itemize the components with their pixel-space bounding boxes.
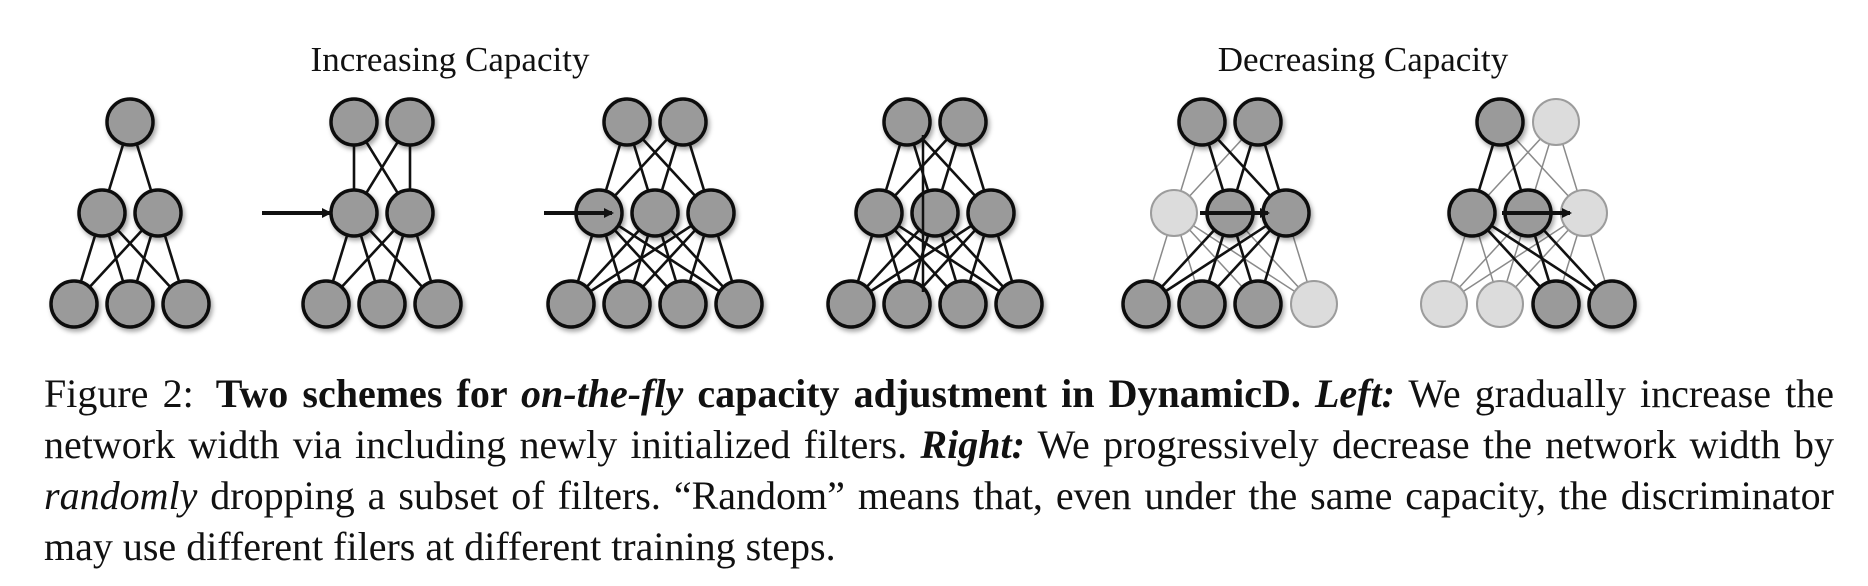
active-filter-node <box>882 279 932 329</box>
active-filter-node <box>1177 97 1227 147</box>
caption-right-label: Right: <box>920 422 1025 467</box>
active-filter-node <box>630 188 680 238</box>
active-filter-node <box>385 188 435 238</box>
active-filter-node <box>133 188 183 238</box>
active-filter-node <box>1233 97 1283 147</box>
active-filter-node <box>1447 188 1497 238</box>
active-filter-node <box>658 279 708 329</box>
active-filter-node <box>105 279 155 329</box>
active-filter-node <box>602 97 652 147</box>
caption-label: Figure 2: <box>44 371 194 416</box>
active-filter-node <box>1233 279 1283 329</box>
active-connection <box>850 211 992 306</box>
figure-panel: Increasing Capacity Decreasing Capacity <box>49 40 1637 329</box>
active-filter-node <box>826 279 876 329</box>
active-filter-node <box>329 97 379 147</box>
dropped-filter-node <box>1150 189 1198 237</box>
active-filter-node <box>329 188 379 238</box>
caption-text-2: We progressively decrease the network wi… <box>1024 422 1834 467</box>
caption-text-3: dropping a subset of filters. “Random” m… <box>44 473 1834 569</box>
active-filter-node <box>938 279 988 329</box>
dropped-filter-node <box>1532 98 1580 146</box>
active-filter-node <box>938 97 988 147</box>
active-filter-node <box>413 279 463 329</box>
active-filter-node <box>105 97 155 147</box>
active-filter-node <box>966 188 1016 238</box>
active-filter-node <box>301 279 351 329</box>
active-filter-node <box>658 97 708 147</box>
active-filter-node <box>994 279 1044 329</box>
active-filter-node <box>1121 279 1171 329</box>
active-filter-node <box>1177 279 1227 329</box>
caption-left-label: Left: <box>1314 371 1395 416</box>
caption-bold-italic: on-the-fly <box>521 371 684 416</box>
caption-italic-randomly: randomly <box>44 473 198 518</box>
increasing-capacity-title: Increasing Capacity <box>310 40 590 79</box>
dropped-filter-node <box>1290 280 1338 328</box>
active-connection <box>1145 211 1287 306</box>
figure-caption: Figure 2: Two schemes for on-the-fly capa… <box>44 368 1834 572</box>
active-filter-node <box>1587 279 1637 329</box>
active-filter-node <box>357 279 407 329</box>
decreasing-capacity-title: Decreasing Capacity <box>1217 40 1509 79</box>
active-filter-node <box>161 279 211 329</box>
active-filter-node <box>1261 188 1311 238</box>
active-filter-node <box>602 279 652 329</box>
active-filter-node <box>49 279 99 329</box>
network-diagrams <box>49 97 1637 329</box>
dropped-filter-node <box>1420 280 1468 328</box>
active-filter-node <box>77 188 127 238</box>
active-filter-node <box>546 279 596 329</box>
active-filter-node <box>714 279 764 329</box>
active-filter-node <box>1475 97 1525 147</box>
caption-bold-2: capacity adjustment in DynamicD. <box>683 371 1301 416</box>
active-filter-node <box>910 188 960 238</box>
active-filter-node <box>882 97 932 147</box>
active-connection <box>570 211 712 306</box>
active-filter-node <box>854 188 904 238</box>
active-filter-node <box>1531 279 1581 329</box>
caption-bold-1: Two schemes for <box>215 371 522 416</box>
active-filter-node <box>385 97 435 147</box>
active-filter-node <box>686 188 736 238</box>
dropped-filter-node <box>1476 280 1524 328</box>
caption-text-1: We gradually increase the network width … <box>44 371 1835 467</box>
